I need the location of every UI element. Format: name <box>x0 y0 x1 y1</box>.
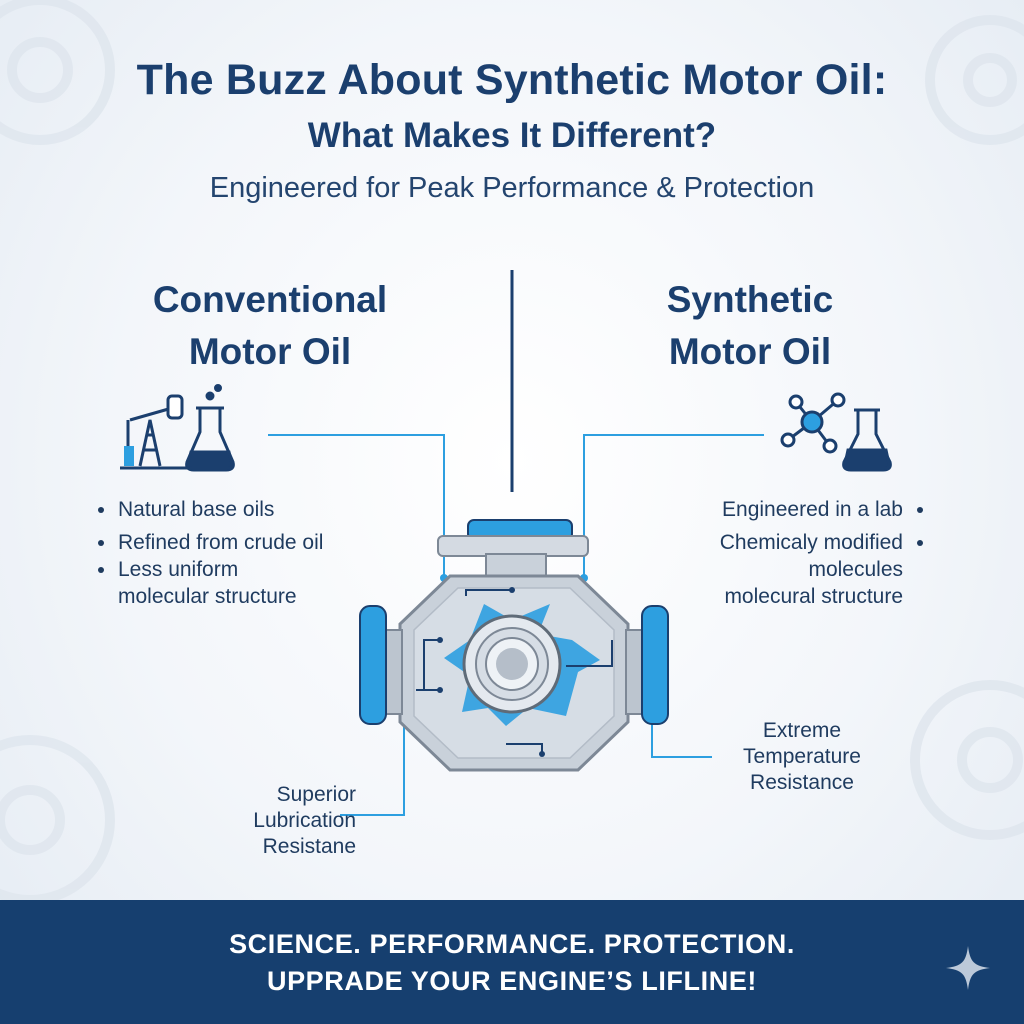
gear-icon <box>0 0 115 145</box>
synthetic-heading-line2: Motor Oil <box>668 331 832 372</box>
oil-derrick-icon <box>120 394 190 470</box>
list-item: Refined from crude oil <box>96 529 416 556</box>
list-item: molecural structure <box>600 583 925 610</box>
conventional-heading-line1: Conventional <box>152 279 388 320</box>
lab-flask-icon <box>185 384 235 472</box>
list-item: Natural base oils <box>96 496 416 523</box>
subtitle: Engineered for Peak Performance & Protec… <box>209 172 815 204</box>
bullet-text: Refined from crude oil <box>118 531 324 554</box>
callout-text: Resistane <box>262 835 356 858</box>
connector-line <box>583 434 764 578</box>
gear-icon <box>910 680 1024 840</box>
engine-illustration <box>359 519 669 772</box>
bullet-dot <box>917 507 923 513</box>
synthetic-bullets: Engineered in a lab Chemicaly modified m… <box>600 496 925 610</box>
bullet-dot <box>98 507 104 513</box>
page-title: The Buzz About Synthetic Motor Oil: <box>136 56 888 104</box>
synthetic-heading: Synthetic Motor Oil <box>600 274 900 378</box>
footer-tagline: SCIENCE. PERFORMANCE. PROTECTION. <box>229 929 795 959</box>
callout-text: Superior <box>276 783 356 806</box>
conventional-heading: Conventional Motor Oil <box>120 274 420 378</box>
gear-icon <box>925 15 1024 145</box>
bullet-dot <box>917 540 923 546</box>
callout-text: Resistance <box>750 771 854 794</box>
temperature-callout: Extreme Temperature Resistance <box>722 718 882 796</box>
sparkle-icon <box>946 946 990 990</box>
bullet-text: molecural structure <box>724 585 903 608</box>
bullet-dot <box>98 567 104 573</box>
connector-line <box>268 434 445 578</box>
lab-flask-icon <box>842 408 892 472</box>
callout-text: Temperature <box>743 745 861 768</box>
conventional-bullets: Natural base oils Refined from crude oil… <box>96 496 416 610</box>
conventional-heading-line2: Motor Oil <box>188 331 352 372</box>
bullet-text: Natural base oils <box>118 498 275 521</box>
bullet-text: Engineered in a lab <box>722 498 903 521</box>
synthetic-heading-line1: Synthetic <box>666 279 834 320</box>
callout-text: Extreme <box>762 719 842 742</box>
page-title-line2: What Makes It Different? <box>307 116 717 155</box>
lubrication-callout: Superior Lubrication Resistane <box>206 782 356 860</box>
list-item: Chemicaly modified molecules <box>600 529 925 583</box>
list-item: Less uniform molecular structure <box>96 556 416 610</box>
bullet-dot <box>98 540 104 546</box>
footer-banner <box>0 900 1024 1024</box>
list-item: Engineered in a lab <box>600 496 925 523</box>
bullet-text: Chemicaly modified <box>719 531 903 554</box>
bullet-text: molecular structure <box>118 585 297 608</box>
bullet-text: molecules <box>808 558 903 581</box>
footer-cta: UPPRADE YOUR ENGINE’S LIFLINE! <box>266 966 758 996</box>
bullet-text: Less uniform <box>118 558 239 581</box>
molecule-icon <box>780 392 846 454</box>
callout-text: Lubrication <box>253 809 356 832</box>
